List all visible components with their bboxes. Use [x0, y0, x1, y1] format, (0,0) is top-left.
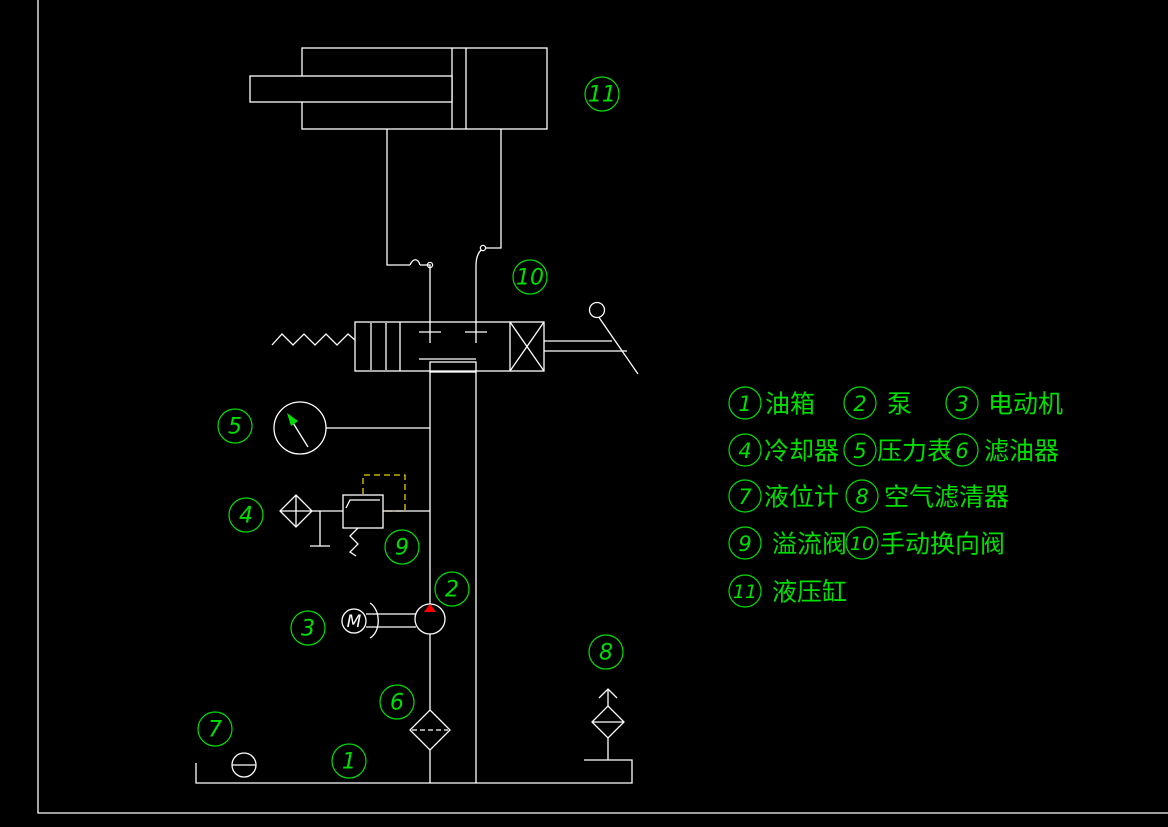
svg-text:6: 6	[390, 691, 404, 716]
callout-8: 8	[588, 634, 624, 670]
svg-text:5: 5	[228, 415, 242, 440]
directional-valve	[271, 301, 639, 375]
legend-item-1: 1 油箱	[728, 386, 815, 420]
legend-item-5: 5 压力表	[843, 433, 952, 467]
main-lines	[429, 361, 477, 783]
svg-text:7: 7	[208, 718, 222, 743]
svg-text:4: 4	[738, 439, 751, 463]
callout-5: 5	[217, 408, 253, 444]
callout-7: 7	[197, 711, 233, 747]
svg-text:11: 11	[733, 581, 757, 603]
pressure-gauge	[273, 401, 430, 455]
legend-item-10: 10 手动换向阀	[845, 526, 1005, 560]
svg-text:压力表: 压力表	[877, 437, 952, 466]
svg-text:油箱: 油箱	[765, 390, 815, 419]
drawing-border	[37, 0, 1168, 814]
oil-filter	[409, 709, 451, 751]
relief-valve	[342, 474, 430, 557]
legend-item-3: 3 电动机	[945, 386, 1063, 420]
callout-6: 6	[379, 684, 415, 720]
svg-text:9: 9	[738, 532, 751, 556]
svg-text:滤油器: 滤油器	[984, 437, 1059, 466]
oil-tank	[195, 752, 633, 784]
svg-text:电动机: 电动机	[988, 390, 1063, 419]
svg-text:液压缸: 液压缸	[772, 578, 847, 607]
svg-text:2: 2	[445, 578, 459, 603]
svg-text:10: 10	[516, 266, 544, 291]
svg-text:溢流阀: 溢流阀	[772, 530, 847, 559]
component-callouts: 11 10 5 4 9 2 3 8 6 7 1	[197, 76, 624, 779]
callout-2: 2	[434, 571, 470, 607]
legend-item-8: 8 空气滤清器	[845, 479, 1009, 513]
svg-text:6: 6	[955, 439, 968, 463]
svg-text:泵: 泵	[887, 390, 912, 419]
svg-text:9: 9	[395, 536, 409, 561]
svg-text:8: 8	[599, 641, 613, 666]
callout-4: 4	[228, 497, 264, 533]
svg-text:5: 5	[853, 439, 866, 463]
legend-item-6: 6 滤油器	[945, 433, 1059, 467]
svg-text:11: 11	[588, 83, 616, 108]
svg-text:7: 7	[738, 485, 752, 509]
svg-text:液位计: 液位计	[764, 483, 839, 512]
callout-11: 11	[584, 76, 620, 112]
svg-text:冷却器: 冷却器	[764, 437, 839, 466]
svg-text:手动换向阀: 手动换向阀	[880, 530, 1005, 559]
legend-item-7: 7 液位计	[728, 479, 839, 513]
svg-text:3: 3	[955, 392, 968, 416]
callout-3: 3	[290, 610, 326, 646]
svg-text:1: 1	[342, 750, 356, 775]
svg-text:空气滤清器: 空气滤清器	[884, 483, 1009, 512]
motor-pump: M	[341, 602, 446, 639]
svg-text:8: 8	[855, 485, 868, 509]
legend-item-4: 4 冷却器	[728, 433, 839, 467]
callout-9: 9	[384, 529, 420, 565]
callout-10: 10	[512, 259, 548, 295]
callout-1: 1	[331, 743, 367, 779]
legend-item-9: 9 溢流阀	[728, 526, 847, 560]
cooler	[279, 494, 343, 547]
cylinder-lines	[386, 129, 502, 332]
air-breather	[591, 688, 625, 760]
svg-text:10: 10	[850, 533, 874, 555]
svg-text:1: 1	[738, 392, 751, 416]
svg-text:3: 3	[301, 617, 315, 642]
legend-item-11: 11 液压缸	[728, 574, 847, 608]
hydraulic-cylinder	[249, 47, 548, 130]
svg-text:2: 2	[853, 392, 866, 416]
svg-text:4: 4	[239, 504, 253, 529]
motor-m-label: M	[347, 612, 362, 632]
